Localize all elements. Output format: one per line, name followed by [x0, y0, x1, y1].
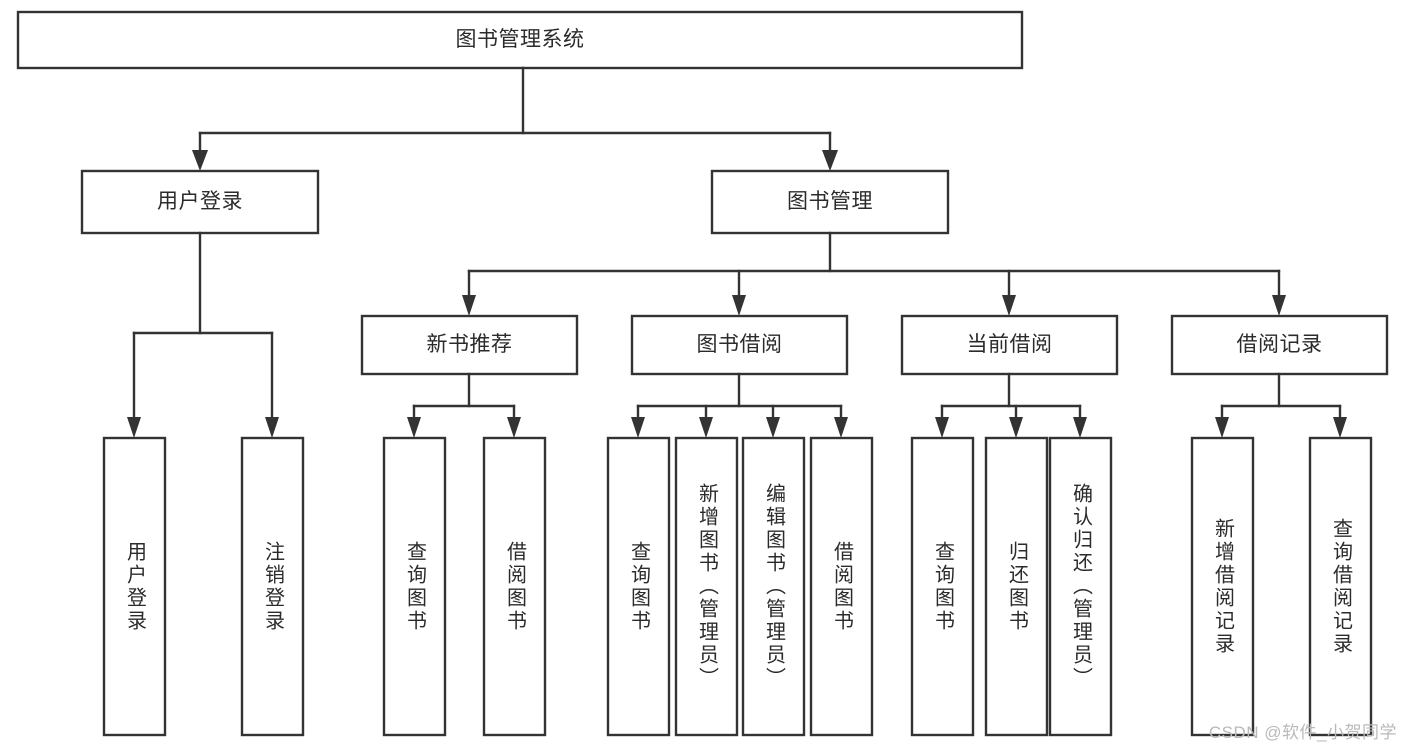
node-box-leaf-borrow-book-1[interactable] [482, 436, 547, 737]
arrow-head-leaf-user-login [127, 417, 141, 438]
connector-book-borrow-to-leaves [631, 372, 848, 438]
arrow-head-leaf-add-book [699, 417, 713, 438]
connector-book-manage-to-level3 [462, 231, 1286, 316]
arrow-head-current-borrow [1002, 295, 1016, 316]
node-box-leaf-user-logout[interactable] [240, 436, 305, 737]
node-box-leaf-query-record[interactable] [1308, 436, 1373, 737]
arrow-head-leaf-return-book [1009, 417, 1023, 438]
arrow-head-leaf-confirm-return [1073, 417, 1087, 438]
arrow-head-user-login [192, 150, 208, 171]
node-box-new-book-recommend[interactable] [360, 314, 579, 376]
arrow-head-leaf-query-book-1 [407, 417, 421, 438]
node-box-leaf-edit-book[interactable] [741, 436, 806, 737]
arrow-head-leaf-query-book-2 [631, 417, 645, 438]
arrow-head-book-borrow [732, 295, 746, 316]
node-box-book-manage[interactable] [710, 169, 950, 235]
arrow-head-leaf-add-record [1215, 417, 1229, 438]
node-box-book-borrow[interactable] [630, 314, 849, 376]
arrow-head-borrow-record [1272, 295, 1286, 316]
arrow-head-book-manage [822, 150, 838, 171]
arrow-head-leaf-borrow-book-1 [507, 417, 521, 438]
arrow-head-leaf-user-logout [265, 417, 279, 438]
arrow-head-leaf-edit-book [766, 417, 780, 438]
node-box-leaf-borrow-book-2[interactable] [809, 436, 874, 737]
connector-borrow-record-to-leaves [1215, 372, 1347, 438]
node-box-leaf-return-book[interactable] [984, 436, 1049, 737]
connector-root-to-level2 [192, 66, 838, 171]
node-box-leaf-add-record[interactable] [1190, 436, 1255, 737]
connector-new-book-recommend-to-leaves [407, 372, 521, 438]
node-box-leaf-query-book-3[interactable] [910, 436, 975, 737]
node-box-leaf-add-book[interactable] [674, 436, 739, 737]
node-box-leaf-user-login[interactable] [102, 436, 167, 737]
node-box-leaf-confirm-return[interactable] [1048, 436, 1113, 737]
arrow-head-leaf-query-record [1333, 417, 1347, 438]
node-box-current-borrow[interactable] [900, 314, 1119, 376]
node-box-user-login[interactable] [80, 169, 320, 235]
connector-user-login-to-leaves [127, 231, 279, 438]
node-box-root[interactable] [16, 10, 1024, 70]
connector-current-borrow-to-leaves [935, 372, 1087, 438]
csdn-watermark: CSDN @软件_小贺同学 [1208, 723, 1397, 742]
arrow-head-leaf-query-book-3 [935, 417, 949, 438]
node-box-leaf-query-book-2[interactable] [606, 436, 671, 737]
node-box-borrow-record[interactable] [1170, 314, 1389, 376]
node-box-leaf-query-book-1[interactable] [382, 436, 447, 737]
arrow-head-leaf-borrow-book-2 [834, 417, 848, 438]
arrow-head-new-book-recommend [462, 295, 476, 316]
